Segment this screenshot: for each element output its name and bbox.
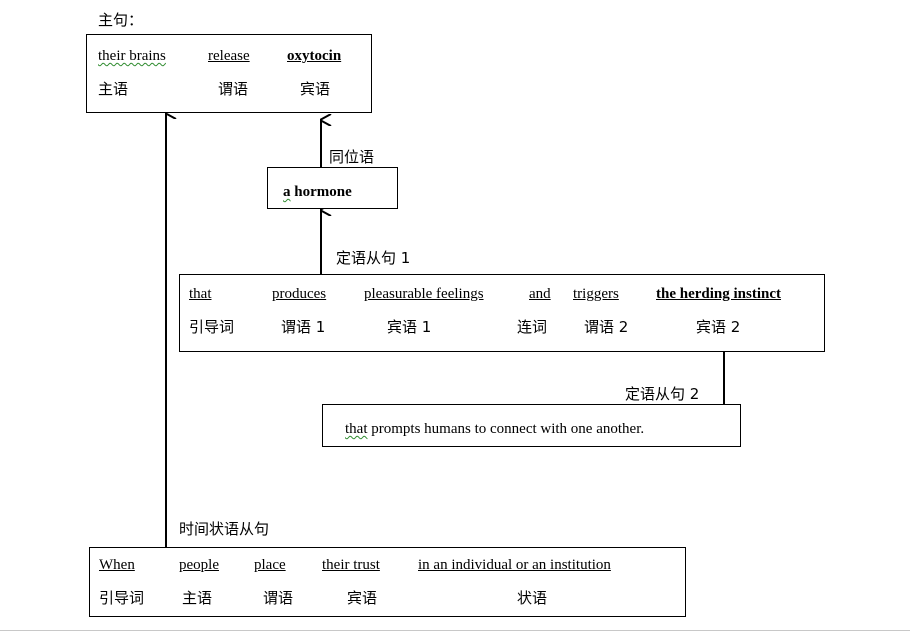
c1-word-triggers: triggers <box>573 286 619 302</box>
main-role-object: 宾语 <box>300 80 331 98</box>
c2-text: that prompts humans to connect with one … <box>345 420 644 438</box>
main-word-object: oxytocin <box>287 48 342 64</box>
main-role-verb: 谓语 <box>218 80 249 98</box>
tc-word-people: people <box>179 557 219 573</box>
time-clause-label: 时间状语从句 <box>179 520 270 538</box>
c1-word-and: and <box>529 286 551 302</box>
appositive-box: a hormone <box>267 167 398 209</box>
tc-role-subject: 主语 <box>182 589 213 607</box>
main-word-subject: their brains <box>98 48 166 64</box>
tc-role-lead: 引导词 <box>99 589 145 607</box>
c1-role-conj: 连词 <box>517 318 548 336</box>
c2-lead: that <box>345 421 368 437</box>
c1-word-instinct: the herding instinct <box>656 286 782 302</box>
c1-role-lead: 引导词 <box>189 318 235 336</box>
tc-role-verb: 谓语 <box>263 589 294 607</box>
c1-role-verb1: 谓语 1 <box>281 318 326 336</box>
c1-word-produces: produces <box>272 286 327 302</box>
tc-word-their-trust: their trust <box>322 557 380 573</box>
c2-rest: prompts humans to connect with one anoth… <box>367 421 645 437</box>
tc-word-when: When <box>99 557 135 573</box>
appositive-label: 同位语 <box>329 148 375 166</box>
attr-clause-1-box: that produces pleasurable feelings and t… <box>179 274 825 352</box>
main-clause-box: their brains release oxytocin 主语 谓语 宾语 <box>86 34 372 113</box>
c1-role-verb2: 谓语 2 <box>584 318 629 336</box>
attr-clause-2-box: that prompts humans to connect with one … <box>322 404 741 447</box>
main-role-subject: 主语 <box>98 80 129 98</box>
page-bottom-rule <box>0 630 910 631</box>
attr-clause-1-label: 定语从句 1 <box>336 249 411 267</box>
attr-clause-2-label: 定语从句 2 <box>625 385 700 403</box>
tc-word-adverbial: in an individual or an institution <box>418 557 611 573</box>
main-word-verb: release <box>208 48 250 64</box>
time-clause-box: When people place their trust in an indi… <box>89 547 686 617</box>
appositive-text: a hormone <box>283 183 352 201</box>
main-clause-heading: 主句： <box>98 11 144 29</box>
c1-word-pleasurable: pleasurable feelings <box>364 286 484 302</box>
c1-word-that: that <box>189 286 212 302</box>
tc-word-place: place <box>254 557 286 573</box>
appositive-noun: hormone <box>294 184 352 200</box>
c1-role-obj2: 宾语 2 <box>696 318 741 336</box>
tc-role-object: 宾语 <box>347 589 378 607</box>
tc-role-adverbial: 状语 <box>517 589 548 607</box>
appositive-article: a <box>283 184 291 200</box>
c1-role-obj1: 宾语 1 <box>387 318 432 336</box>
